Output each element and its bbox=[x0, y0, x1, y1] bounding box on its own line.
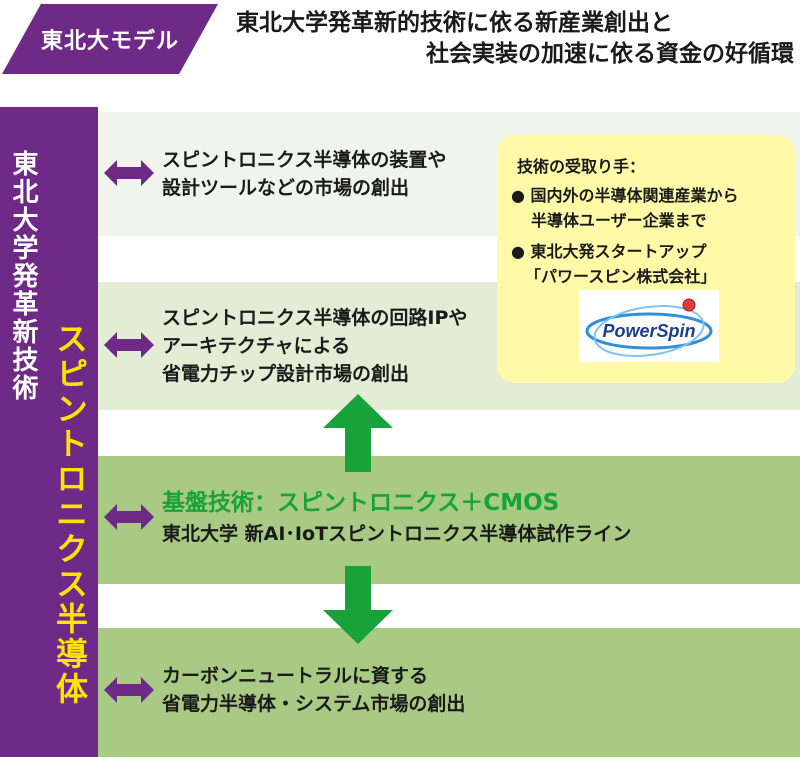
vertical-label-technology: 東北大学発革新技術 bbox=[8, 150, 38, 402]
left-column bbox=[0, 107, 98, 757]
row-base-technology bbox=[98, 456, 800, 584]
bullet2-line2: 「パワースピン株式会社」 bbox=[525, 267, 717, 286]
bullet2-line1: 東北大発スタートアップ bbox=[530, 242, 707, 261]
row3-text: 基盤技術：スピントロニクス＋CMOS 東北大学 新AI･IoTスピントロニクス半… bbox=[162, 486, 631, 548]
row2-line3: 省電力チップ設計市場の創出 bbox=[162, 363, 410, 385]
model-tag-text: 東北大モデル bbox=[40, 29, 179, 54]
double-arrow-icon bbox=[104, 332, 154, 358]
bullet-icon: ● bbox=[511, 186, 525, 205]
row2-line2: アーキテクチャによる bbox=[162, 335, 351, 357]
powerspin-logo-graphic: PowerSpin bbox=[585, 298, 713, 357]
recipient-box: 技術の受取り手： ● 国内外の半導体関連産業から 半導体ユーザー企業まで ● 東… bbox=[497, 135, 795, 383]
row2-text: スピントロニクス半導体の回路IPや アーキテクチャによる 省電力チップ設計市場の… bbox=[162, 304, 467, 388]
row4-line1: カーボンニュートラルに資する bbox=[162, 665, 429, 687]
row1-line2: 設計ツールなどの市場の創出 bbox=[162, 177, 410, 199]
headline-line1: 東北大学発革新的技術に依る新産業創出と bbox=[236, 10, 673, 36]
double-arrow-icon bbox=[104, 160, 154, 186]
row1-line1: スピントロニクス半導体の装置や bbox=[162, 149, 447, 171]
headline-line2: 社会実装の加速に依る資金の好循環 bbox=[426, 41, 794, 67]
double-arrow-icon bbox=[104, 504, 154, 530]
row4-line2: 省電力半導体・システム市場の創出 bbox=[162, 693, 466, 715]
down-arrow-icon bbox=[323, 566, 393, 644]
recipient-bullet-startup: ● 東北大発スタートアップ 「パワースピン株式会社」 bbox=[511, 239, 716, 289]
model-tag: 東北大モデル bbox=[2, 4, 218, 74]
recipient-title: 技術の受取り手： bbox=[517, 157, 646, 176]
recipient-bullet-industry: ● 国内外の半導体関連産業から 半導体ユーザー企業まで bbox=[511, 183, 739, 233]
row-carbon-neutral bbox=[98, 628, 800, 757]
row2-line1: スピントロニクス半導体の回路IPや bbox=[162, 307, 468, 329]
powerspin-logo: PowerSpin bbox=[579, 290, 719, 362]
bullet1-line2: 半導体ユーザー企業まで bbox=[531, 211, 707, 230]
bullet-icon: ● bbox=[511, 242, 525, 261]
headline: 東北大学発革新的技術に依る新産業創出と 社会実装の加速に依る資金の好循環 bbox=[236, 8, 794, 70]
row4-text: カーボンニュートラルに資する 省電力半導体・システム市場の創出 bbox=[162, 662, 465, 718]
up-arrow-icon bbox=[323, 394, 393, 472]
row1-text: スピントロニクス半導体の装置や 設計ツールなどの市場の創出 bbox=[162, 146, 446, 202]
vertical-label-spintronics: スピントロニクス半導体 bbox=[51, 322, 89, 707]
row3-line2: 東北大学 新AI･IoTスピントロニクス半導体試作ライン bbox=[162, 523, 632, 545]
double-arrow-icon bbox=[104, 677, 154, 703]
base-technology-title: 基盤技術：スピントロニクス＋CMOS bbox=[162, 490, 560, 516]
bullet1-line1: 国内外の半導体関連産業から bbox=[530, 186, 739, 205]
logo-text: PowerSpin bbox=[602, 321, 695, 341]
